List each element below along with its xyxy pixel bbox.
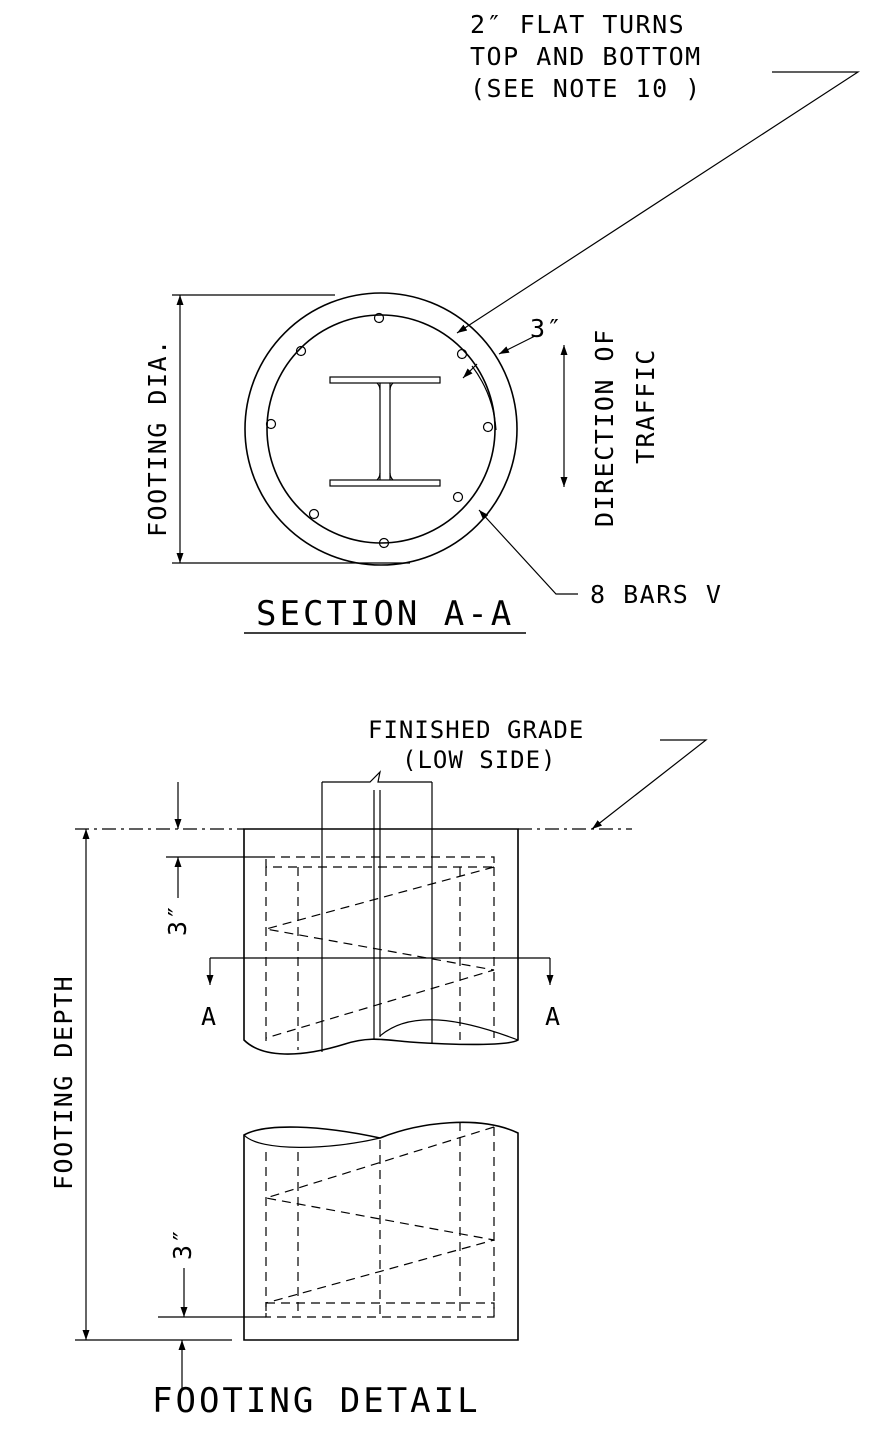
cover-arc [471, 365, 497, 431]
cover-arrow-outer [498, 335, 536, 355]
footing-depth-label: FOOTING DEPTH [49, 975, 78, 1190]
section-a-a: 2″ FLAT TURNS TOP AND BOTTOM (SEE NOTE 1… [143, 10, 861, 634]
post-break-line [322, 770, 432, 783]
footing-upper-break [379, 1019, 519, 1041]
vertical-bar [295, 345, 307, 357]
steel-post-section [329, 376, 441, 487]
detail-title: FOOTING DETAIL [152, 1381, 481, 1421]
section-cut-right-label: A [545, 1002, 562, 1031]
vertical-bar [452, 491, 464, 503]
footing-dia-label: FOOTING DIA. [143, 338, 172, 537]
direction-label-line1: DIRECTION OF [590, 328, 619, 527]
cover-3in-label: 3″ [530, 314, 563, 343]
spiral-lower [265, 1126, 495, 1304]
flat-turns-leader [456, 71, 861, 334]
vertical-bar [265, 418, 277, 430]
footing-lower-outline [243, 1121, 519, 1341]
direction-label-line2: TRAFFIC [631, 348, 660, 464]
footing-upper-outline [243, 828, 519, 1055]
cover-arrow-inner [462, 363, 478, 379]
bars-label: 8 BARS V [590, 580, 722, 609]
spiral-circle [266, 314, 496, 544]
section-title: SECTION A-A [256, 594, 514, 634]
footing-detail: FINISHED GRADE (LOW SIDE) A A [49, 716, 708, 1421]
flat-turns-note-line3: (SEE NOTE 10 ) [470, 74, 702, 103]
vertical-bars [265, 312, 494, 549]
vertical-bar [456, 348, 468, 360]
footing-lower-break [243, 1134, 381, 1148]
footing-outline-circle [244, 292, 518, 566]
vertical-bar [373, 312, 385, 324]
vertical-bar [482, 421, 494, 433]
cover-top-label: 3″ [163, 903, 192, 936]
cage-bottom-hoop [265, 1302, 495, 1318]
section-cut-left-label: A [201, 1002, 218, 1031]
vertical-bar [308, 508, 320, 520]
finished-grade-line1: FINISHED GRADE [368, 716, 584, 744]
finished-grade-line2: (LOW SIDE) [402, 746, 557, 774]
cover-bottom-label: 3″ [168, 1227, 197, 1260]
flat-turns-note-line1: 2″ FLAT TURNS [470, 10, 685, 39]
flat-turns-note-line2: TOP AND BOTTOM [470, 42, 702, 71]
finished-grade-leader [591, 739, 708, 830]
vertical-bar [378, 537, 390, 549]
bars-leader [478, 509, 578, 595]
